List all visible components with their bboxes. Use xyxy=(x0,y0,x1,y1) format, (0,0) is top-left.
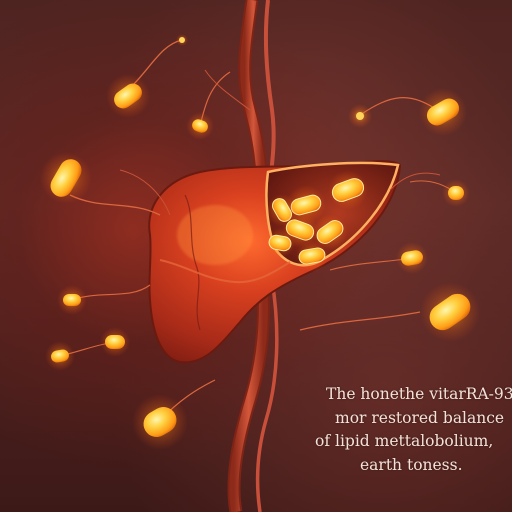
caption-text: The honethe vitarRA-93 mor restored bala… xyxy=(304,383,512,477)
caption-line-4: earth toness. xyxy=(360,455,463,474)
caption-line-1: The honethe vitarRA-93 xyxy=(326,385,512,403)
caption-line-2: mor restored balance xyxy=(335,408,505,427)
capsule-cluster xyxy=(265,170,368,272)
blood-vessel-bottom xyxy=(227,269,279,512)
floating-capsules xyxy=(40,34,480,450)
caption-line-3: of lipid mettalobolium, xyxy=(315,432,494,450)
